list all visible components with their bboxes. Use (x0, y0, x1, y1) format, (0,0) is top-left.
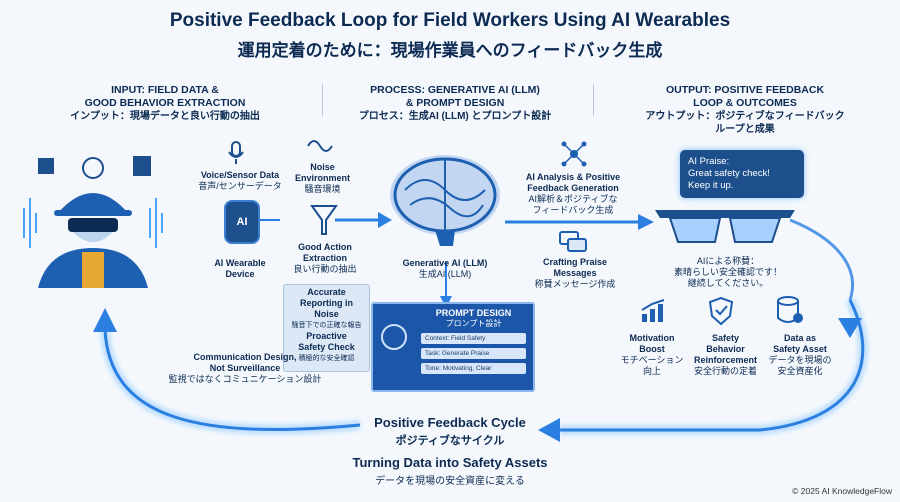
smart-glasses-icon (655, 210, 795, 243)
praise-jp-label: AIによる称賛： 素晴らしい安全確認です！ 継続してください。 (673, 256, 782, 288)
cycle-title-jp: ポジティブなサイクル (395, 435, 505, 447)
extracted-behaviors-box: Accurate Reporting in Noise 騒音下での正確な報告 P… (283, 284, 370, 372)
prompt-row: Tone: Motivating, Clear (421, 363, 526, 374)
prompt-gear-icon (381, 324, 407, 350)
good-action-label: Good Action Extraction 良い行動の抽出 (293, 242, 357, 274)
ai-wearable-label: AI Wearable Device (214, 258, 266, 279)
prompt-design-panel: PROMPT DESIGN プロンプト設計 Context: Field Saf… (371, 302, 535, 392)
chat-bubbles-icon (559, 231, 587, 252)
page-title: Positive Feedback Loop for Field Workers… (169, 10, 731, 31)
noise-environment-label: Noise Environment 騒音環境 (294, 162, 350, 194)
llm-label: Generative AI (LLM) 生成AI (LLM) (402, 258, 488, 279)
cycle-subtitle-jp: データを現場の安全資産に変える (375, 476, 525, 487)
brain-icon (390, 155, 500, 246)
column-separator (322, 84, 323, 116)
voice-sensor-label: Voice/Sensor Data 音声/センサーデータ (198, 170, 282, 191)
output-column-header: OUTPUT: POSITIVE FEEDBACK LOOP & OUTCOME… (645, 84, 845, 135)
ai-praise-bubble: AI Praise: Great safety check! Keep it u… (680, 150, 804, 198)
watch-screen: AI (236, 216, 248, 228)
copyright: © 2025 AI KnowledgeFlow (792, 486, 892, 496)
cycle-subtitle: Turning Data into Safety Assets (352, 455, 548, 470)
page-subtitle: 運用定着のために：現場作業員へのフィードバック生成 (237, 41, 663, 60)
ai-network-icon (561, 141, 587, 167)
process-column-header: PROCESS: GENERATIVE AI (LLM) & PROMPT DE… (358, 84, 552, 122)
field-worker-icon (23, 156, 163, 288)
outcome-motivation: Motivation Boost モチベーション 向上 (620, 333, 684, 376)
growth-chart-icon (641, 299, 665, 322)
database-icon (777, 296, 803, 323)
filter-funnel-icon (310, 205, 338, 235)
crafting-praise-label: Crafting Praise Messages 称賛メッセージ作成 (534, 257, 616, 289)
prompt-row: Task: Generate Praise (421, 348, 526, 359)
noise-icon (307, 140, 333, 152)
ai-analysis-label: AI Analysis & Positive Feedback Generati… (525, 172, 621, 215)
input-column-header: INPUT: FIELD DATA & GOOD BEHAVIOR EXTRAC… (70, 84, 260, 122)
prompt-row: Context: Field Safety (421, 333, 526, 344)
microphone-icon (228, 141, 244, 164)
outcome-data-asset: Data as Safety Asset データを現場の 安全資産化 (768, 333, 832, 376)
prompt-title-jp: プロンプト設計 (445, 319, 502, 328)
column-separator (593, 84, 594, 116)
shield-check-icon (708, 296, 734, 326)
ai-wearable-watch: AI (224, 200, 260, 244)
prompt-title: PROMPT DESIGN (435, 308, 512, 318)
cycle-title: Positive Feedback Cycle (374, 415, 526, 430)
outcome-safety-behavior: Safety Behavior Reinforcement 安全行動の定着 (693, 333, 757, 376)
communication-design-label: Communication Design, Not Surveillance 監… (168, 352, 322, 384)
